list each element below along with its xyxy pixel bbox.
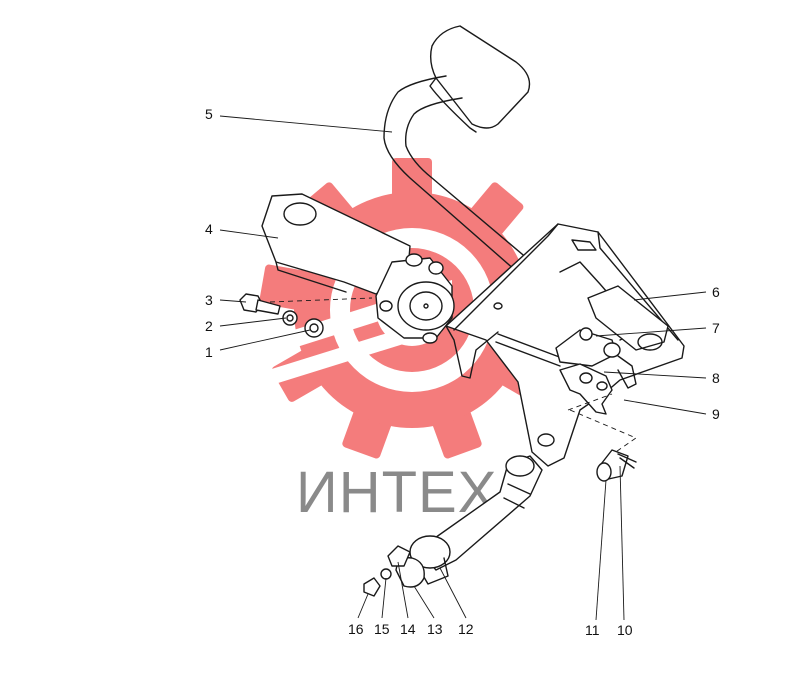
callout-10: 10 [617, 622, 633, 638]
bolt-part-16 [363, 577, 381, 597]
callout-12: 12 [458, 621, 474, 637]
leader-line-2 [219, 317, 287, 327]
leader-line-14 [397, 561, 409, 619]
leader-line-3 [219, 299, 247, 303]
callout-14: 14 [400, 621, 416, 637]
leader-line-11 [595, 479, 607, 621]
callout-15: 15 [374, 621, 390, 637]
leader-line-9 [623, 399, 707, 415]
leader-line-1 [219, 329, 311, 351]
callout-16: 16 [348, 621, 364, 637]
callout-3: 3 [205, 292, 213, 308]
sleeve-part-6 [587, 285, 669, 351]
linkage-rod [495, 333, 563, 367]
watermark-text: ИНТЕХ [296, 460, 497, 525]
leader-line-6 [633, 291, 707, 301]
leader-line-15 [381, 577, 387, 619]
cotter-pin-part-10 [617, 453, 637, 469]
callout-8: 8 [712, 370, 720, 386]
bolt-part-7 [555, 327, 637, 389]
callout-11: 11 [585, 622, 600, 638]
hub-assembly [375, 253, 455, 344]
callout-1: 1 [205, 344, 213, 360]
callout-7: 7 [712, 320, 720, 336]
callout-9: 9 [712, 406, 720, 422]
callout-5: 5 [205, 106, 213, 122]
pedal-pad [429, 25, 531, 133]
washer-part-1 [304, 318, 324, 338]
leader-lines [219, 115, 707, 621]
pedal-arm [383, 75, 549, 293]
callout-13: 13 [427, 621, 443, 637]
assembly-line-fasteners [269, 297, 373, 303]
callout-4: 4 [205, 221, 213, 237]
clamp-bolt-part-14 [387, 545, 411, 567]
shaft-part-12 [409, 455, 543, 585]
pin-part-11 [596, 449, 629, 482]
leader-line-16 [357, 593, 369, 619]
bolt-part-3 [239, 293, 281, 315]
leader-line-13 [413, 585, 435, 619]
callout-6: 6 [712, 284, 720, 300]
callout-2: 2 [205, 318, 213, 334]
callout-labels: 5 4 3 2 1 6 7 8 9 16 15 14 13 12 11 10 [205, 106, 720, 638]
leader-line-5 [219, 115, 393, 133]
leader-line-4 [219, 229, 279, 239]
washer-part-15 [380, 568, 392, 580]
leader-line-10 [619, 465, 625, 621]
leader-line-12 [439, 567, 467, 619]
leader-line-8 [603, 371, 707, 379]
fork-part-8 [559, 363, 613, 415]
leader-line-7 [595, 327, 707, 337]
assembly-line-pin [567, 393, 637, 457]
